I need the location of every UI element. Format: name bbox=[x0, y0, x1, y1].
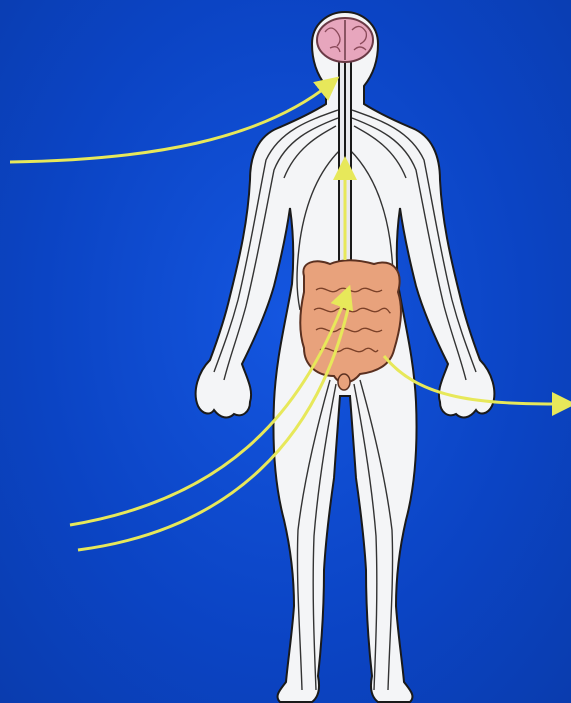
brain-icon bbox=[317, 18, 373, 62]
